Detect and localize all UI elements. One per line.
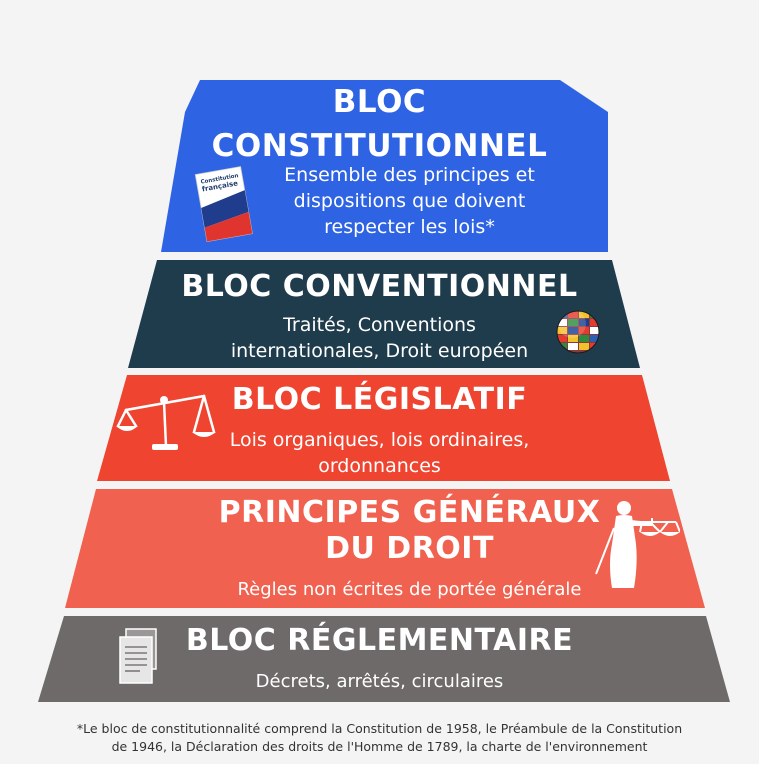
- tier-description-line: dispositions que doivent: [293, 190, 526, 212]
- tier-description-line: Traités, Conventions: [283, 314, 476, 336]
- scales-icon: [116, 394, 216, 450]
- tier-bloc-constitutionnel: BLOC CONSTITUTIONNEL Ensemble des princi…: [161, 80, 608, 252]
- tier-bloc-reglementaire: BLOC RÉGLEMENTAIRE Décrets, arrêtés, cir…: [38, 616, 730, 702]
- tier-description-line: respecter les lois*: [324, 216, 495, 238]
- tier-description: Lois organiques, lois ordinaires, ordonn…: [97, 427, 670, 479]
- tier-description: Traités, Conventions internationales, Dr…: [128, 312, 640, 364]
- constitution-book-icon: Constitution française: [194, 166, 253, 242]
- document-icon: [119, 628, 157, 684]
- tier-bloc-conventionnel: BLOC CONVENTIONNEL Traités, Conventions …: [128, 260, 640, 368]
- tier-title-line: DU DROIT: [325, 531, 494, 566]
- tier-title: BLOC CONVENTIONNEL: [181, 269, 578, 304]
- world-flags-globe-icon: [556, 310, 600, 354]
- tier-title: BLOC RÉGLEMENTAIRE: [185, 623, 574, 658]
- tier-description: Règles non écrites de portée générale: [237, 579, 582, 600]
- tier-description-line: ordonnances: [318, 455, 441, 477]
- tier-description: Ensemble des principes et dispositions q…: [161, 162, 608, 240]
- lady-justice-icon: [595, 501, 680, 588]
- tier-bloc-legislatif: BLOC LÉGISLATIF Lois organiques, lois or…: [97, 375, 670, 481]
- footnote-line: de 1946, la Déclaration des droits de l'…: [111, 739, 648, 754]
- tier-description: Décrets, arrêtés, circulaires: [255, 671, 504, 692]
- tier-title: BLOC LÉGISLATIF: [231, 382, 528, 417]
- tier-title-line: CONSTITUTIONNEL: [211, 128, 548, 164]
- tier-title-line: BLOC: [332, 84, 427, 120]
- tier-title: PRINCIPES GÉNÉRAUX DU DROIT: [65, 495, 705, 567]
- footnote-line: *Le bloc de constitutionnalité comprend …: [76, 721, 683, 736]
- tier-principes-generaux: PRINCIPES GÉNÉRAUX DU DROIT Règles non é…: [65, 489, 705, 608]
- tier-description-line: Lois organiques, lois ordinaires,: [229, 429, 530, 451]
- tier-description-line: Ensemble des principes et: [284, 164, 535, 186]
- tier-description-line: internationales, Droit européen: [230, 340, 529, 362]
- tier-title: BLOC CONSTITUTIONNEL: [161, 80, 608, 168]
- tier-title-line: PRINCIPES GÉNÉRAUX: [218, 495, 601, 530]
- footnote: *Le bloc de constitutionnalité comprend …: [0, 720, 759, 756]
